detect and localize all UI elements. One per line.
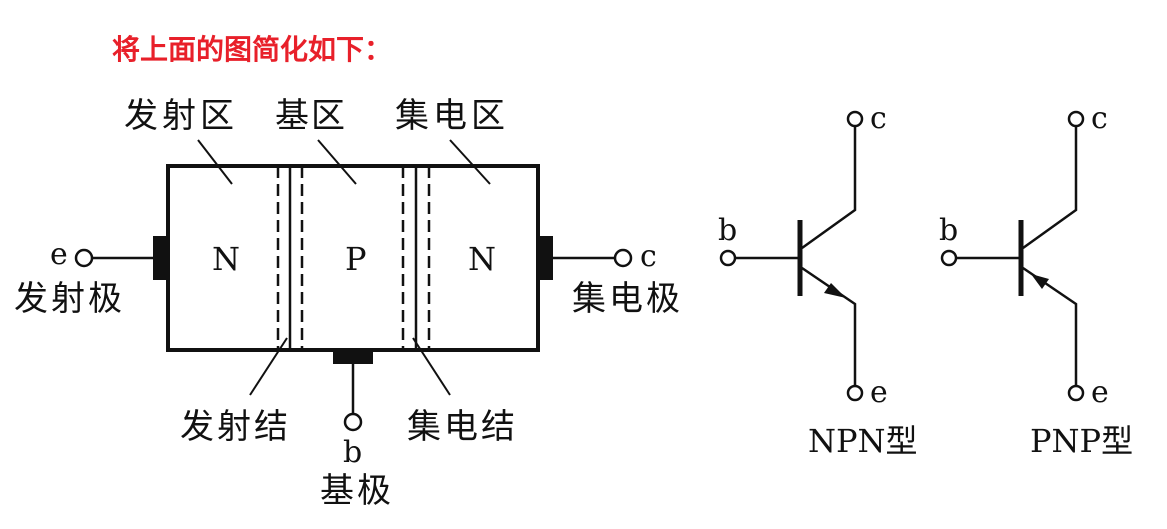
pnp-collector-terminal	[1067, 110, 1085, 128]
collector-letter: c	[640, 239, 657, 274]
base-region-label: 基区	[275, 96, 347, 136]
collector-junction-label: 集电结	[407, 407, 518, 447]
collector-junction	[401, 166, 431, 350]
emitter-junction	[276, 166, 304, 350]
pnp-b-label: b	[939, 213, 958, 248]
npn-collector-wire	[801, 126, 857, 250]
transistor-structure	[74, 139, 633, 432]
base-region-pointer	[317, 139, 357, 185]
emitter-letter: e	[50, 237, 68, 272]
emitter-name: 发射极	[14, 279, 125, 319]
npn-emitter-wire	[801, 266, 857, 386]
npn-e-label: e	[870, 375, 888, 410]
pnp-c-label: c	[1091, 101, 1108, 136]
collector-region-label: 集电区	[395, 96, 509, 136]
emitter-junction-pointer	[249, 337, 288, 396]
npn-base-terminal	[719, 249, 737, 267]
region-type-left: N	[212, 240, 240, 278]
collector-junction-pointer	[412, 337, 451, 396]
pnp-e-label: e	[1091, 375, 1109, 410]
pnp-symbol	[940, 110, 1085, 402]
npn-caption: NPN型	[808, 422, 918, 460]
pnp-emitter-wire	[1022, 266, 1078, 386]
emitter-region-label: 发射区	[124, 96, 238, 136]
collector-name: 集电极	[572, 279, 683, 319]
pnp-emitter-terminal	[1067, 384, 1085, 402]
emitter-contact	[153, 236, 168, 280]
npn-symbol	[719, 110, 864, 402]
collector-contact	[538, 236, 553, 280]
pnp-emitter-arrow	[1031, 274, 1049, 289]
pnp-caption: PNP型	[1030, 422, 1133, 460]
collector-terminal	[613, 248, 633, 268]
region-type-right: N	[468, 240, 496, 278]
heading: 将上面的图简化如下：	[112, 33, 393, 66]
pnp-base-terminal	[940, 249, 958, 267]
base-terminal	[343, 412, 363, 432]
region-type-middle: P	[345, 240, 367, 278]
pnp-collector-wire	[1022, 126, 1078, 250]
emitter-junction-label: 发射结	[180, 407, 291, 447]
npn-c-label: c	[870, 101, 887, 136]
base-name: 基极	[320, 471, 394, 511]
npn-collector-terminal	[846, 110, 864, 128]
emitter-terminal	[74, 248, 94, 268]
base-contact	[333, 350, 373, 364]
collector-region-pointer	[449, 139, 491, 185]
npn-emitter-arrow	[824, 283, 846, 298]
base-letter: b	[343, 435, 362, 470]
emitter-region-pointer	[197, 139, 233, 185]
npn-emitter-terminal	[846, 384, 864, 402]
npn-b-label: b	[718, 213, 737, 248]
